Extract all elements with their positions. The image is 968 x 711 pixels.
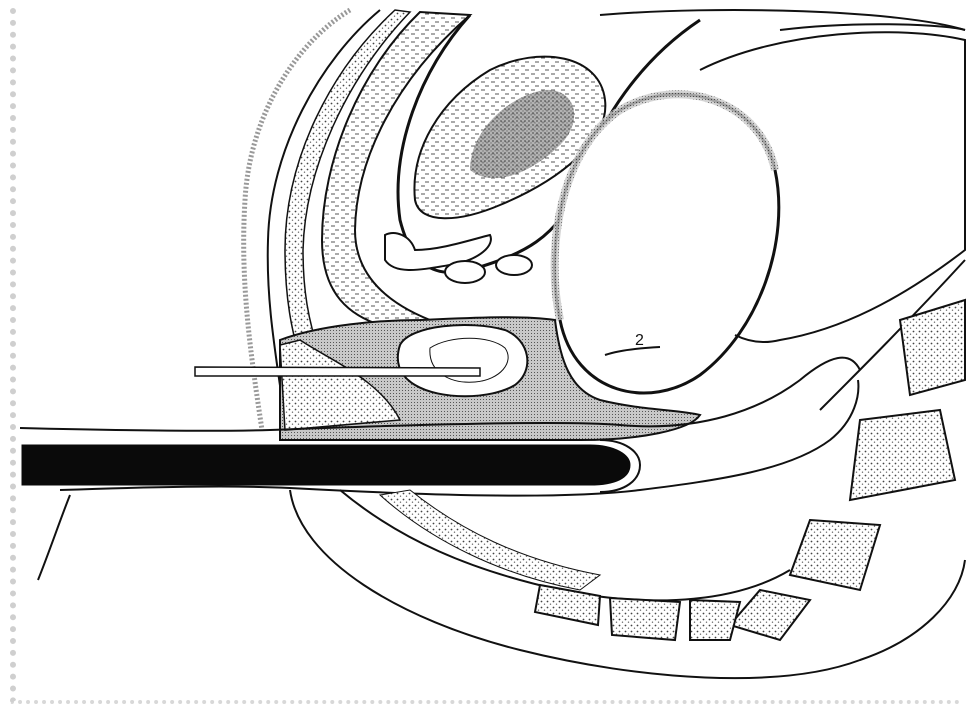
vertebra-4 (730, 590, 810, 640)
vertebra-2 (850, 410, 955, 500)
posterior-dotted-band (380, 490, 600, 590)
probe (22, 445, 630, 485)
vertebra-3 (790, 520, 880, 590)
vertebra-1 (900, 300, 965, 395)
vertebra-7 (535, 585, 600, 625)
lower-contour-sweep (290, 490, 965, 678)
marker-label: 2 (635, 332, 644, 349)
small-oval-right (496, 255, 532, 275)
right-outer-contour-1 (600, 10, 965, 30)
vertebra-5 (690, 600, 740, 640)
vertebra-6 (610, 598, 680, 640)
needle-guide (195, 367, 480, 376)
left-lower-contour (38, 495, 70, 580)
small-oval-left (445, 261, 485, 283)
